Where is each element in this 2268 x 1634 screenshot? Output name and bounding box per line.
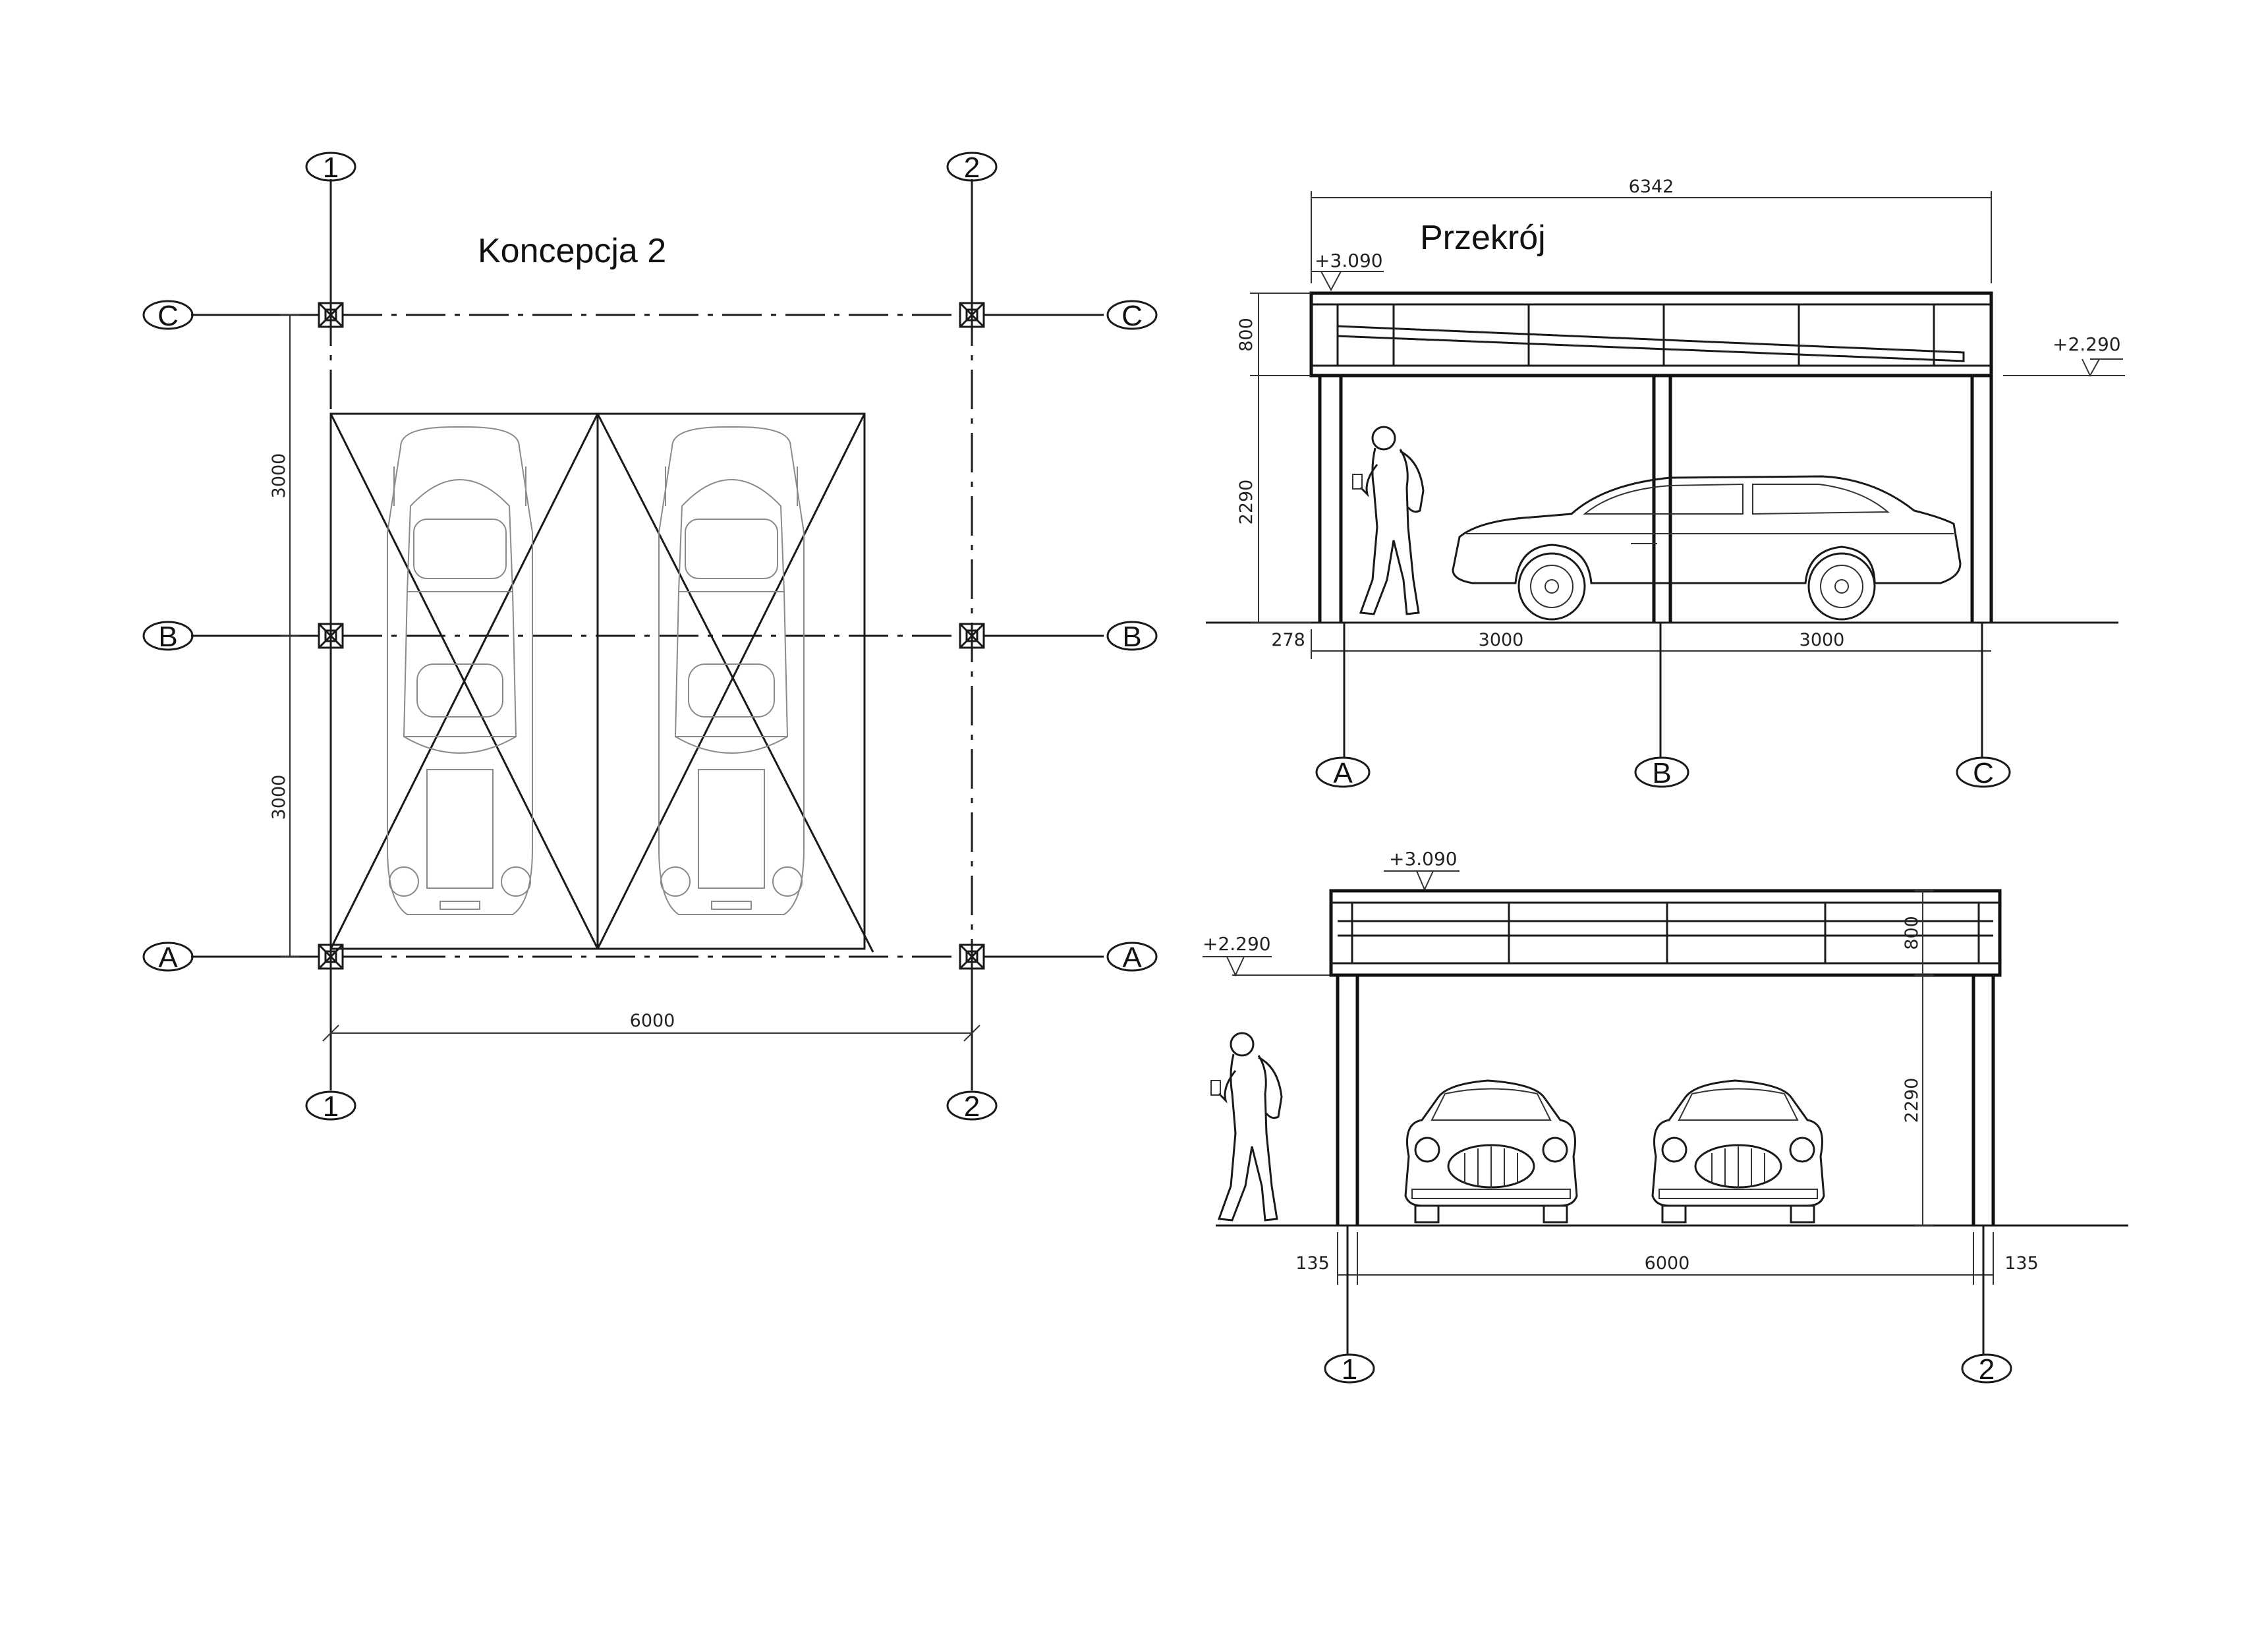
dim-6000: 6000 (630, 1011, 675, 1031)
section-view: Przekrój 6342 +3.090 +2.290 (1206, 177, 2125, 789)
svg-text:1: 1 (323, 152, 339, 184)
parking-bay-2 (596, 412, 866, 950)
car-top-view-2 (658, 426, 805, 915)
svg-text:+3.090: +3.090 (1389, 848, 1458, 870)
roof-beam-elevation (1329, 889, 2002, 977)
level-mark-top-elevation: +3.090 (1384, 848, 1460, 891)
svg-text:800: 800 (1902, 916, 1922, 950)
svg-text:A: A (158, 942, 178, 974)
svg-text:135: 135 (2004, 1253, 2039, 1274)
grid-bubble-C-right: C (1106, 300, 1158, 332)
grid-bubble-B-left: B (142, 621, 194, 653)
svg-text:2: 2 (964, 152, 980, 184)
svg-text:1: 1 (323, 1090, 339, 1123)
dim-3000-bottom: 3000 (269, 775, 289, 820)
person-figure-elevation (1210, 1032, 1283, 1222)
svg-text:B: B (1122, 621, 1141, 653)
section-title: Przekrój (1420, 219, 1546, 257)
svg-text:2290: 2290 (1236, 480, 1257, 525)
car-front-view-2 (1651, 1079, 1825, 1224)
svg-text:C: C (1121, 300, 1143, 332)
roof-beam-section (1309, 291, 1993, 378)
dimension-vertical-elevation: 800 2290 (1902, 890, 1934, 1226)
grid-bubble-A-right: A (1106, 942, 1158, 974)
svg-text:3000: 3000 (1479, 630, 1524, 650)
svg-text:+3.090: +3.090 (1315, 250, 1383, 271)
svg-text:B: B (1652, 757, 1671, 789)
axis-bubble-A-section: A (1315, 756, 1371, 789)
dimension-width-plan: 6000 (322, 1011, 980, 1042)
svg-text:135: 135 (1295, 1253, 1330, 1274)
grid-bubble-2-top: 2 (946, 152, 998, 184)
dimension-span-elevation: 135 6000 135 (1295, 1232, 2039, 1285)
car-front-view-1 (1404, 1079, 1578, 1224)
axis-bubble-1-elevation: 1 (1324, 1353, 1375, 1386)
grid-bubble-1-top: 1 (305, 152, 356, 184)
level-mark-eave-elevation: +2.290 (1203, 933, 1331, 977)
svg-text:800: 800 (1236, 318, 1257, 352)
svg-text:6342: 6342 (1629, 177, 1674, 197)
svg-text:A: A (1333, 757, 1353, 789)
dimension-vertical-section: 800 2290 (1236, 293, 1311, 623)
svg-text:B: B (158, 621, 177, 653)
svg-text:1: 1 (1342, 1353, 1357, 1386)
axis-bubble-B-section: B (1634, 756, 1689, 789)
svg-text:C: C (1973, 757, 1994, 789)
svg-text:C: C (157, 300, 179, 332)
grid-bubble-1-bottom: 1 (305, 1090, 356, 1123)
level-mark-top-section: +3.090 (1311, 250, 1384, 292)
car-side-view (1452, 475, 1962, 621)
svg-text:2290: 2290 (1902, 1078, 1922, 1123)
svg-text:6000: 6000 (1645, 1253, 1690, 1274)
level-mark-eave-section: +2.290 (2003, 333, 2125, 378)
grid-bubble-A-left: A (142, 942, 194, 974)
svg-text:+2.290: +2.290 (2053, 333, 2121, 355)
grid-bubble-C-left: C (142, 300, 194, 332)
elevation-view: +3.090 +2.290 (1203, 848, 2128, 1386)
person-figure-section (1351, 426, 1425, 615)
svg-text:+2.290: +2.290 (1203, 933, 1271, 955)
plan-view: Koncepcja 2 1 2 (142, 152, 1158, 1123)
svg-text:2: 2 (964, 1090, 980, 1123)
grid-bubble-2-bottom: 2 (946, 1090, 998, 1123)
svg-text:278: 278 (1271, 630, 1305, 650)
dimension-vertical-plan: 3000 3000 (269, 314, 300, 957)
axis-bubble-2-elevation: 2 (1961, 1353, 2012, 1386)
dim-3000-top: 3000 (269, 453, 289, 499)
dimension-bays-section: 278 3000 3000 (1271, 629, 1991, 659)
dimension-total-section: 6342 (1311, 177, 1992, 283)
svg-text:3000: 3000 (1800, 630, 1845, 650)
svg-text:2: 2 (1979, 1353, 1995, 1386)
roof-slope-section (1336, 325, 1965, 362)
svg-text:A: A (1122, 942, 1142, 974)
plan-title: Koncepcja 2 (478, 232, 666, 270)
grid-bubble-B-right: B (1106, 621, 1158, 653)
axis-bubble-C-section: C (1956, 756, 2011, 789)
